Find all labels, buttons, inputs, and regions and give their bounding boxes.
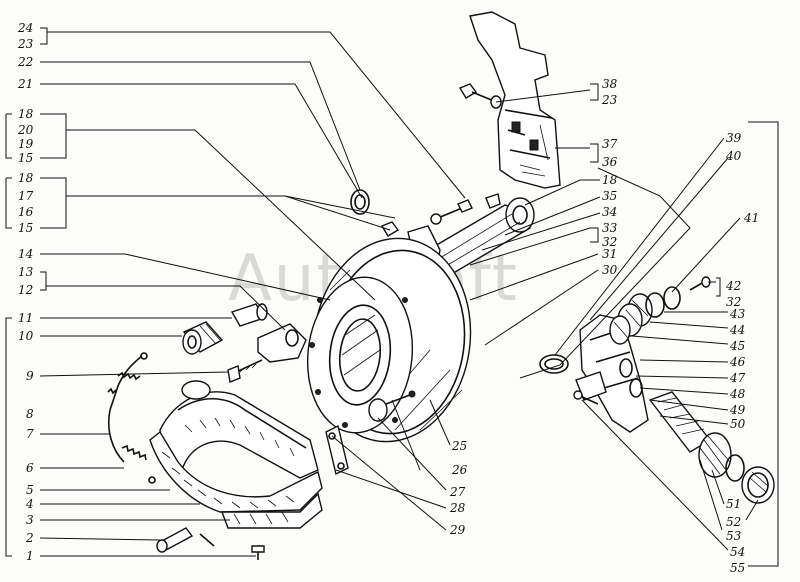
callout-19: 19 — [18, 137, 34, 151]
bolt-9 — [227, 359, 263, 383]
callout-34: 34 — [602, 205, 617, 219]
callout-28: 28 — [449, 501, 466, 515]
parts — [107, 11, 775, 560]
callout-46: 46 — [729, 355, 746, 369]
callout-44: 44 — [729, 323, 745, 337]
callout-53: 53 — [726, 529, 742, 543]
callout-54: 54 — [730, 545, 745, 559]
callout-17: 17 — [18, 189, 34, 203]
brake-shoe-lower — [149, 430, 323, 529]
callout-8: 8 — [26, 407, 34, 421]
callout-15b: 15 — [18, 221, 33, 235]
callout-32: 32 — [602, 235, 617, 249]
callout-36: 36 — [602, 155, 618, 169]
callout-37: 37 — [602, 137, 618, 151]
callout-27: 27 — [449, 485, 466, 499]
camshaft — [426, 193, 535, 276]
bolt-24 — [430, 199, 473, 225]
bolt-38 — [458, 83, 502, 109]
callout-49: 49 — [729, 403, 746, 417]
callout-3: 3 — [26, 513, 34, 527]
return-spring — [107, 352, 156, 484]
callout-23b: 23 — [601, 93, 618, 107]
callout-40: 40 — [725, 149, 742, 163]
callout-29: 29 — [449, 523, 466, 537]
callout-39: 39 — [726, 131, 742, 145]
callout-32b: 32 — [726, 295, 741, 309]
callout-48: 48 — [729, 387, 746, 401]
callout-35: 35 — [602, 189, 617, 203]
callout-47: 47 — [729, 371, 746, 385]
washer-22 — [350, 189, 370, 215]
pin-2 — [156, 527, 215, 553]
callout-7: 7 — [26, 427, 34, 441]
callout-25: 25 — [451, 439, 467, 453]
splined-shaft — [648, 391, 775, 504]
callout-15: 15 — [18, 151, 33, 165]
callout-11: 11 — [18, 311, 33, 325]
callout-18: 18 — [18, 107, 34, 121]
callout-22: 22 — [17, 55, 33, 69]
callout-9: 9 — [26, 369, 34, 383]
callout-41: 41 — [743, 211, 759, 225]
callout-10: 10 — [18, 329, 34, 343]
callout-labels: 24 23 22 21 18 20 19 15 18 17 16 15 14 1… — [17, 21, 759, 575]
callout-21: 21 — [17, 77, 33, 91]
callout-52: 52 — [726, 515, 741, 529]
bushing-10 — [182, 321, 224, 355]
callout-30: 30 — [602, 263, 618, 277]
callout-13: 13 — [18, 265, 34, 279]
brake-shoe-upper — [159, 380, 319, 479]
callout-5: 5 — [26, 483, 34, 497]
callout-31: 31 — [602, 247, 617, 261]
callout-24: 24 — [17, 21, 33, 35]
callout-33: 33 — [602, 221, 618, 235]
nut-15 — [380, 221, 400, 237]
callout-51: 51 — [726, 497, 741, 511]
callout-20: 20 — [17, 123, 34, 137]
callout-18c: 18 — [602, 173, 618, 187]
callout-4: 4 — [25, 497, 34, 511]
callout-23: 23 — [17, 37, 34, 51]
callout-1: 1 — [26, 549, 34, 563]
bearing-stack — [609, 286, 681, 345]
callout-18b: 18 — [18, 171, 34, 185]
callout-50: 50 — [730, 417, 746, 431]
link-plate — [325, 424, 349, 476]
bolt-42 — [689, 276, 711, 291]
callout-55: 55 — [730, 561, 745, 575]
bolt-54 — [573, 390, 599, 405]
callout-43: 43 — [729, 307, 746, 321]
callout-45: 45 — [729, 339, 745, 353]
callout-6: 6 — [26, 461, 34, 475]
ring-30 — [539, 354, 569, 374]
callout-38: 38 — [602, 77, 618, 91]
callout-42: 42 — [725, 279, 741, 293]
callout-14: 14 — [18, 247, 33, 261]
bolt-1 — [251, 545, 265, 560]
callout-2: 2 — [25, 531, 34, 545]
eccentric-pin — [230, 303, 307, 363]
callout-26: 26 — [451, 463, 468, 477]
callout-12: 12 — [18, 283, 33, 297]
pin-27 — [368, 390, 416, 422]
leader-lines — [5, 27, 779, 567]
inner-flange — [306, 276, 414, 434]
callout-16: 16 — [18, 205, 34, 219]
